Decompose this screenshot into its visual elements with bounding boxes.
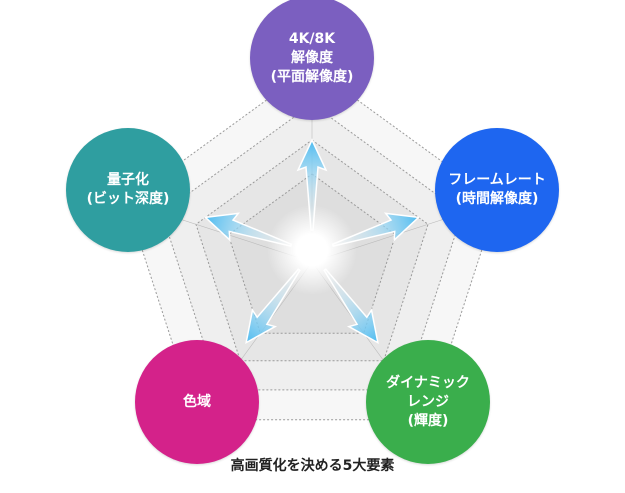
arrow-icon (296, 138, 328, 231)
node-label: (ビット深度) (86, 191, 170, 207)
node-label: 解像度 (291, 49, 333, 66)
node-framerate: フレームレート (時間解像度) (435, 128, 559, 252)
node-label: (時間解像度) (455, 191, 539, 207)
node-label: 量子化 (107, 172, 149, 188)
arrow-icon (323, 268, 379, 345)
node-label: (輝度) (407, 412, 449, 429)
node-label: 4K/8K (288, 30, 336, 47)
arrow-icon (203, 212, 293, 248)
arrow-icon (245, 268, 301, 345)
arrow-icon (331, 212, 421, 248)
node-label: (平面解像度) (270, 68, 354, 85)
center-glow (267, 205, 357, 295)
node-label: フレームレート (448, 172, 546, 188)
node-label: 色域 (183, 393, 211, 410)
node-dynamic-range: ダイナミックレンジ (輝度) (366, 340, 490, 464)
node-quantization: 量子化 (ビット深度) (66, 128, 190, 252)
node-resolution: 4K/8K 解像度 (平面解像度) (250, 0, 374, 120)
node-label: ダイナミック (386, 374, 470, 391)
node-label: レンジ (407, 393, 449, 410)
diagram-caption: 高画質化を決める5大要素 (230, 458, 395, 474)
node-color-gamut: 色域 (135, 340, 259, 464)
